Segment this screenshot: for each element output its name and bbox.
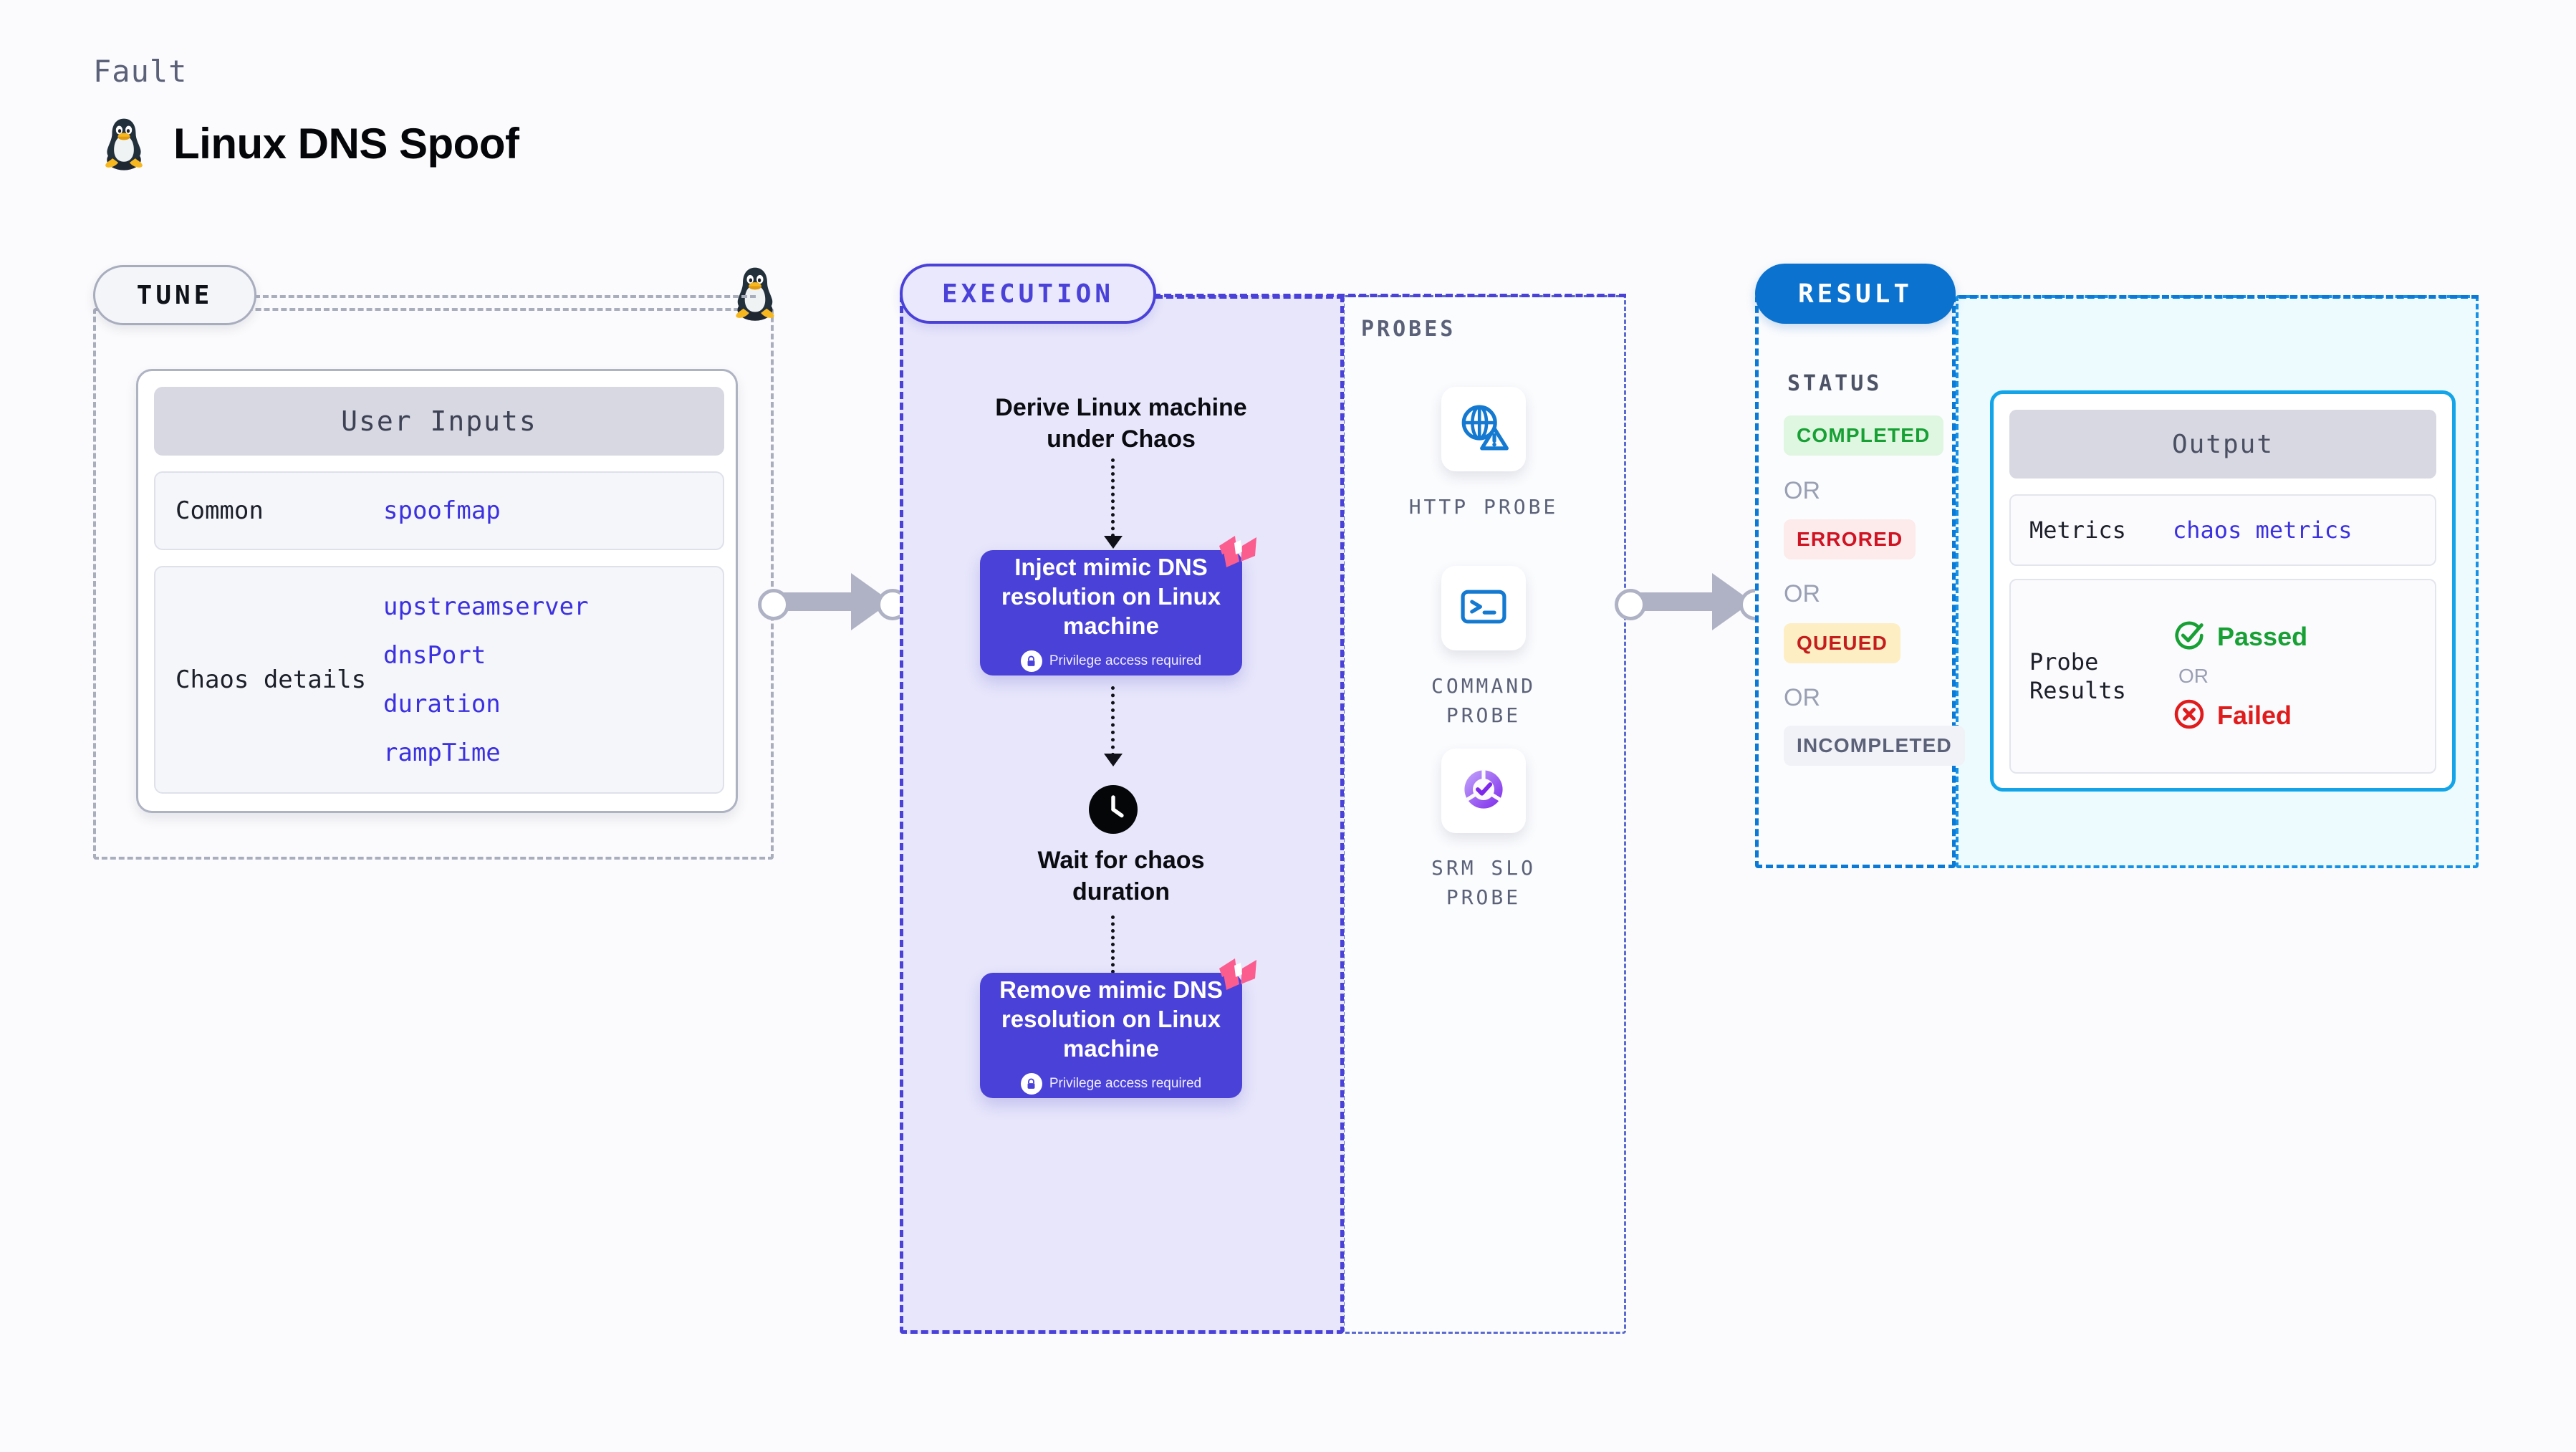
status-or-3: OR [1784, 684, 1820, 711]
globe-warning-icon [1457, 401, 1510, 457]
output-row-value[interactable]: chaos metrics [2173, 516, 2352, 544]
execution-arrow-1-head [1104, 536, 1123, 549]
clock-icon [1089, 785, 1138, 834]
execution-node-note: Privilege access required [1020, 1073, 1202, 1095]
status-badge-errored: ERRORED [1784, 519, 1916, 559]
input-value[interactable]: duration [383, 690, 501, 718]
connector-probes-to-result [1615, 573, 1771, 630]
execution-pill-connector [1153, 294, 1626, 297]
execution-stage-pill[interactable]: EXECUTION [900, 264, 1156, 324]
lock-icon [1020, 1073, 1042, 1095]
result-pill-connector [1948, 295, 2479, 299]
input-row-label: Common [176, 496, 264, 525]
input-value[interactable]: dnsPort [383, 641, 486, 670]
x-circle-icon [2173, 698, 2206, 734]
input-value[interactable]: spoofmap [383, 496, 501, 525]
result-stage-pill[interactable]: RESULT [1755, 264, 1956, 324]
status-or-2: OR [1784, 580, 1820, 607]
tune-stage-pill[interactable]: TUNE [93, 265, 256, 325]
terminal-icon [1457, 580, 1510, 636]
probe-result-states: Passed OR Failed [2173, 619, 2307, 734]
execution-node-title: Inject mimic DNS resolution on Linux mac… [1001, 553, 1221, 640]
execution-node-remove[interactable]: Remove mimic DNS resolution on Linux mac… [980, 958, 1256, 1098]
input-row-values: upstreamserver dnsPort duration rampTime [383, 582, 589, 777]
probe-tile-srm-slo[interactable] [1441, 749, 1526, 833]
result-status-label: STATUS [1787, 371, 1883, 396]
connector-tune-to-execution [758, 573, 908, 630]
probe-caption-http: HTTP PROBE [1408, 495, 1559, 519]
input-row-values: spoofmap [383, 496, 501, 526]
execution-arrow-1 [1111, 458, 1115, 537]
output-row-label: Probe Results [2029, 648, 2126, 704]
probe-result-failed: Failed [2173, 698, 2307, 734]
output-row-probe-results: Probe Results Passed OR [2009, 579, 2436, 774]
probe-result-passed: Passed [2173, 619, 2307, 655]
probes-panel-label: PROBES [1361, 317, 1456, 342]
probe-tile-command[interactable] [1441, 566, 1526, 650]
tune-panel [93, 308, 774, 860]
execution-arrow-2 [1111, 686, 1115, 756]
check-circle-icon [2173, 619, 2206, 655]
harness-logo-icon [1215, 953, 1261, 1000]
tune-pill-connector [254, 295, 756, 298]
execution-arrow-2-head [1104, 754, 1123, 766]
probe-caption-srm-slo: SRM SLO PROBE [1431, 856, 1536, 909]
execution-step-wait-label: Wait for chaos duration [1037, 847, 1205, 905]
linux-penguin-icon [100, 115, 148, 172]
result-panel [1755, 295, 1956, 868]
status-badge-queued: QUEUED [1784, 623, 1900, 663]
probe-tile-http[interactable] [1441, 387, 1526, 471]
output-row-label: Metrics [2029, 516, 2126, 544]
output-row-metrics: Metrics chaos metrics [2009, 494, 2436, 566]
execution-node-note: Privilege access required [1020, 650, 1202, 673]
user-inputs-card: User Inputs Common spoofmap Chaos detail… [136, 369, 738, 813]
slo-donut-check-icon [1457, 763, 1510, 819]
execution-node-note-label: Privilege access required [1049, 1076, 1202, 1092]
lock-icon [1020, 650, 1042, 673]
page-eyebrow: Fault [93, 54, 188, 89]
probe-result-failed-label: Failed [2217, 701, 2292, 730]
page-title: Linux DNS Spoof [173, 119, 519, 168]
user-inputs-card-title: User Inputs [154, 387, 724, 456]
output-card: Output Metrics chaos metrics Probe Resul… [1990, 390, 2456, 792]
status-or-1: OR [1784, 477, 1820, 504]
status-badge-incompleted: INCOMPLETED [1784, 726, 1965, 766]
input-row-chaos-details: Chaos details upstreamserver dnsPort dur… [154, 566, 724, 794]
execution-step-derive-label: Derive Linux machine under Chaos [995, 394, 1247, 453]
input-row-common: Common spoofmap [154, 471, 724, 550]
execution-arrow-3 [1111, 915, 1115, 987]
input-value[interactable]: rampTime [383, 739, 501, 767]
harness-logo-icon [1215, 530, 1261, 577]
page-title-row: Linux DNS Spoof [100, 115, 519, 172]
execution-node-inject[interactable]: Inject mimic DNS resolution on Linux mac… [980, 536, 1256, 675]
execution-node-note-label: Privilege access required [1049, 653, 1202, 669]
input-row-label: Chaos details [176, 665, 367, 694]
status-badge-completed: COMPLETED [1784, 415, 1943, 456]
output-card-title: Output [2009, 410, 2436, 479]
probe-result-or: OR [2178, 665, 2209, 687]
input-value[interactable]: upstreamserver [383, 592, 589, 621]
tune-linux-penguin-icon [731, 264, 779, 325]
execution-node-title: Remove mimic DNS resolution on Linux mac… [999, 976, 1223, 1062]
probe-result-passed-label: Passed [2217, 622, 2308, 651]
probe-caption-command: COMMAND PROBE [1431, 674, 1536, 727]
